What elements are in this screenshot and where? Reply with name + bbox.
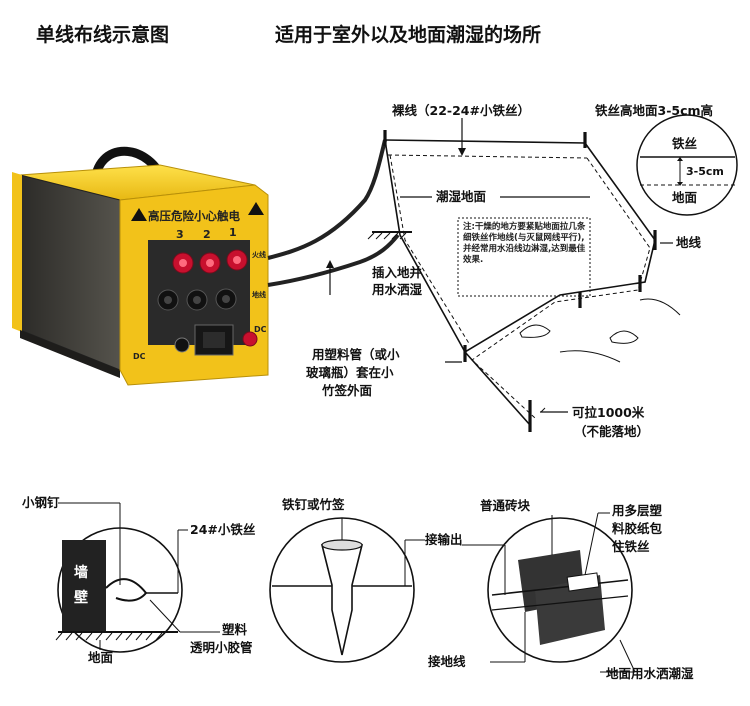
diagram-title: 单线布线示意图 <box>36 24 170 46</box>
plastic-tube-label-2: 玻璃瓶）套在小 <box>306 365 394 380</box>
mouse-icon <box>609 330 639 344</box>
terminal-red <box>172 249 248 274</box>
inset-dim-label: 3-5cm <box>686 165 724 178</box>
small-nail-label: 小钢钉 <box>22 495 60 510</box>
wall-label-2: 壁 <box>74 590 88 606</box>
zapper-device <box>12 139 400 386</box>
transparent-tube-label: 透明小胶管 <box>190 640 253 655</box>
wire-posts <box>383 130 657 432</box>
wall-label-1: 墙 <box>74 565 88 581</box>
warning-icon <box>131 208 147 221</box>
brick-label: 普通砖块 <box>480 498 531 513</box>
plastic-tube-label-3: 竹签外面 <box>322 383 373 398</box>
live-cable <box>267 139 387 260</box>
ground-cable <box>267 233 400 287</box>
tape-label-3: 住铁丝 <box>612 539 650 554</box>
dc-label-right: DC <box>254 325 267 334</box>
terminal-number-2: 2 <box>203 228 211 241</box>
stake-icon <box>320 544 364 656</box>
top-wiring <box>326 114 738 432</box>
side-label-ground: 地线 <box>252 291 266 299</box>
brick-detail <box>487 517 633 663</box>
terminal-black <box>157 288 237 311</box>
diagram-subtitle: 适用于室外以及地面潮湿的场所 <box>275 24 542 46</box>
ground-wire-label: 地线 <box>676 235 702 250</box>
height-note-label: 铁丝高地面3-5cm高 <box>595 103 714 118</box>
tape-label-2: 料胶纸包 <box>612 521 663 536</box>
wet-ground-label: 潮湿地面 <box>436 189 487 204</box>
dc-jack-red <box>242 331 258 347</box>
tape-label-1: 用多层塑 <box>612 503 663 518</box>
wet-ground-water-label: 地面用水洒潮湿 <box>606 666 694 681</box>
dc-jack-black <box>174 337 190 353</box>
small-wire-label: 24#小铁丝 <box>190 522 256 537</box>
insert-ground-label-1: 插入地并 <box>372 265 423 280</box>
warning-icon <box>248 202 264 215</box>
bare-wire-label: 裸线（22-24#小铁丝） <box>392 103 530 118</box>
nail-or-stick-label: 铁钉或竹签 <box>282 497 345 512</box>
dc-label-left: DC <box>133 352 146 361</box>
inset-wire-label: 铁丝 <box>672 136 698 151</box>
insert-ground-label-2: 用水洒湿 <box>372 282 423 297</box>
ground-connect-label: 接地线 <box>428 654 466 669</box>
output-label: 接输出 <box>425 532 463 547</box>
terminal-number-1: 1 <box>229 226 237 239</box>
inset-ground-label: 地面 <box>672 190 698 205</box>
height-inset <box>636 114 738 216</box>
plastic-label: 塑料 <box>222 622 248 637</box>
mouse-icon <box>519 324 551 338</box>
bottom-details <box>55 502 636 673</box>
distance-label-1: 可拉1000米 <box>572 405 645 420</box>
distance-label-2: （不能落地） <box>574 424 650 439</box>
device-warning-label: 高压危险小心触电 <box>148 209 240 223</box>
terminal-number-3: 3 <box>176 228 184 241</box>
dry-area-note: 注:干燥的地方要紧贴地面拉几条细铁丝作地线(与灭鼠网线平行),并经常用水沿线边淋… <box>463 222 586 265</box>
ground-label: 地面 <box>88 650 114 665</box>
plastic-tube-label-1: 用塑料管（或小 <box>312 347 400 362</box>
side-label-live: 火线 <box>252 251 266 259</box>
